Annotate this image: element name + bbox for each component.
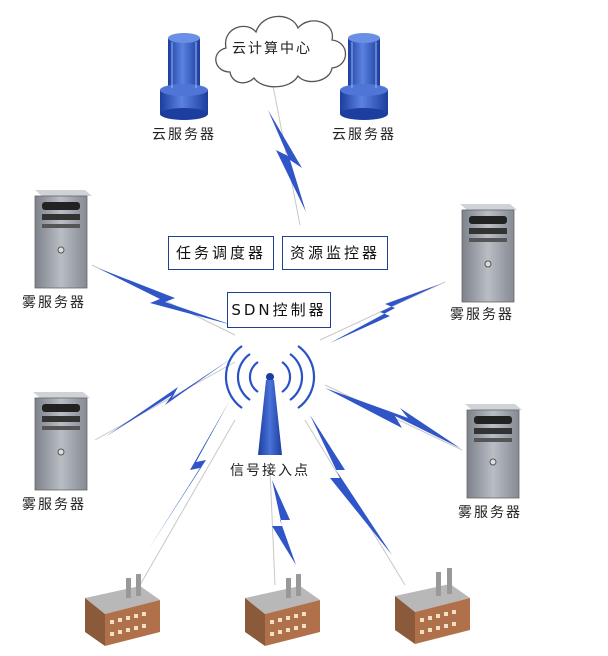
lightning-cloud-link <box>268 110 306 212</box>
tower-server-icon <box>34 190 92 289</box>
factory-icon <box>395 568 470 644</box>
factory-icon <box>85 574 160 646</box>
lightning-fog-2 <box>105 358 232 437</box>
lightning-fog-4 <box>325 388 460 448</box>
cloud-server-label: 云服务器 <box>332 127 396 143</box>
fog-server-label: 雾服务器 <box>458 505 522 521</box>
tower-server-icon <box>460 204 517 303</box>
lightning-fog-1 <box>98 268 232 325</box>
resource-monitor-box: 资源监控器 <box>282 236 388 270</box>
cylinder-server-icon <box>340 33 388 120</box>
factory-icon <box>245 574 320 646</box>
lightning-factory-2 <box>272 480 296 565</box>
cylinder-server-icon <box>160 33 208 120</box>
task-scheduler-box: 任务调度器 <box>168 236 274 270</box>
lightning-fog-3 <box>330 284 440 343</box>
fog-server-label: 雾服务器 <box>450 307 514 323</box>
fog-server-label: 雾服务器 <box>22 295 86 311</box>
lightning-factory-1 <box>148 400 230 550</box>
lightning-bolts <box>98 110 460 565</box>
fog-server-label: 雾服务器 <box>22 497 86 513</box>
cloud-label: 云计算中心 <box>232 41 312 57</box>
tower-server-icon <box>33 392 90 491</box>
tower-server-icon <box>465 404 522 499</box>
access-point-label: 信号接入点 <box>230 463 310 479</box>
cloud-server-label: 云服务器 <box>152 127 216 143</box>
lightning-factory-3 <box>310 415 392 555</box>
cloud-icon <box>215 15 347 88</box>
signal-tower-icon <box>224 345 316 455</box>
sdn-controller-box: SDN控制器 <box>227 292 331 328</box>
